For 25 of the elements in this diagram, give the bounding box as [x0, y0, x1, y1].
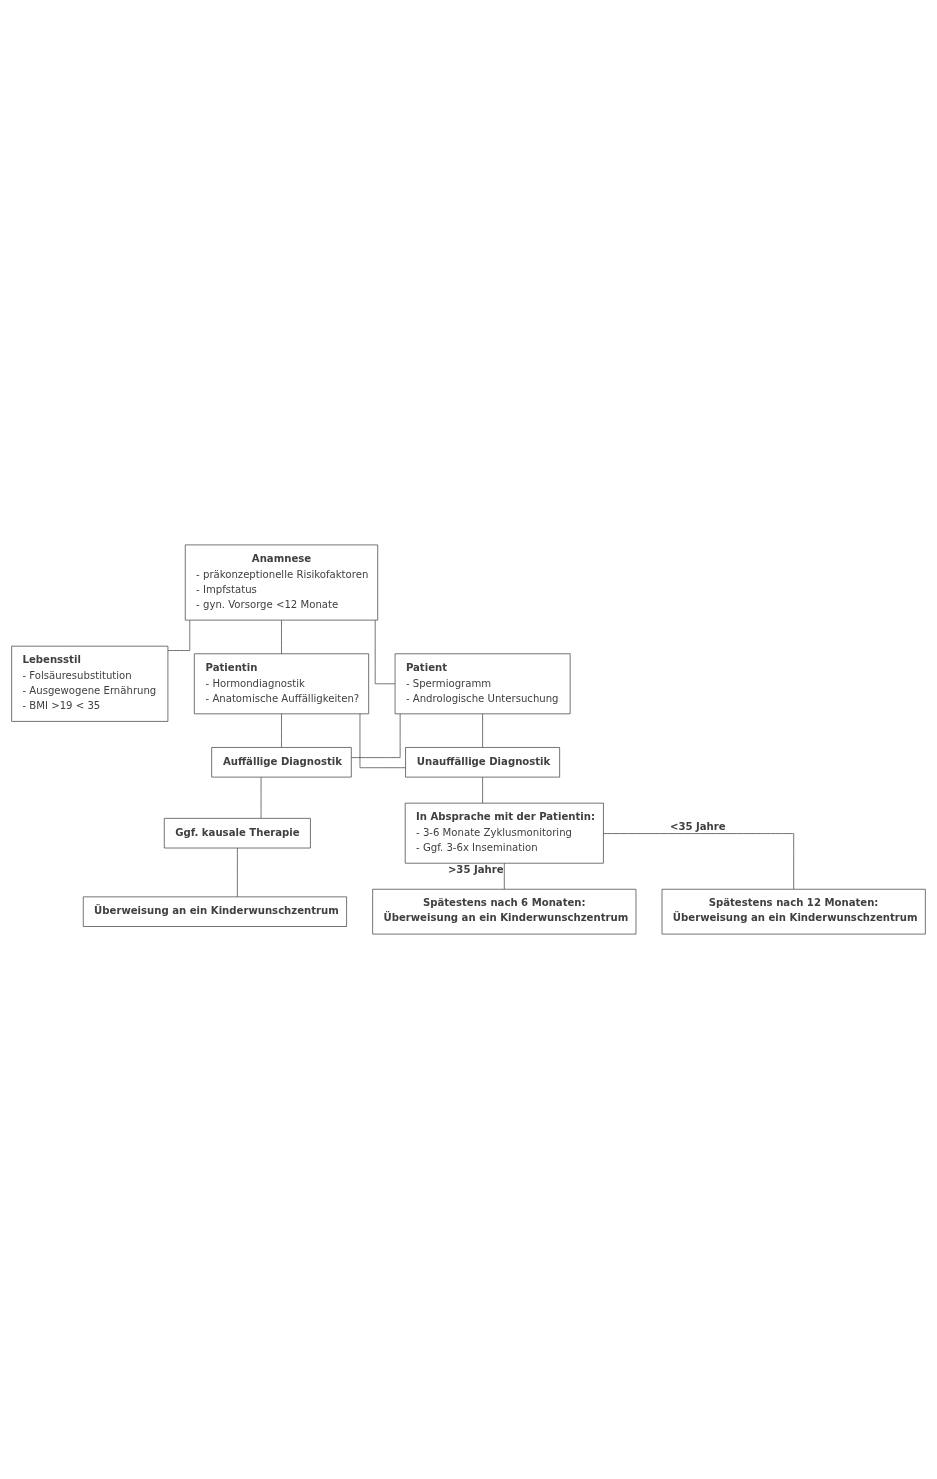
edge-label: >35 Jahre: [447, 863, 504, 875]
connector: [482, 713, 483, 748]
node-box: Überweisung an ein Kinderwunschzentrum: [82, 896, 347, 927]
node-box: Spätestens nach 12 Monaten: Überweisung an ein Kinderwunschzentrum: [661, 888, 926, 935]
node-box: Patient - Spermiogramm - Andrologische Untersuchung: [394, 653, 571, 715]
connector: [503, 862, 505, 890]
node-box: Unauffällige Diagnostik: [405, 747, 560, 778]
connector: [482, 776, 483, 804]
node-box: Ggf. kausale Therapie: [163, 818, 311, 849]
connector: [281, 713, 282, 748]
node-box: Auffällige Diagnostik: [211, 747, 352, 778]
edge-label: <35 Jahre: [669, 821, 726, 833]
connector: [260, 776, 262, 819]
connector: [374, 619, 396, 685]
connector: [351, 713, 401, 758]
node-box: Patientin - Hormondiagnostik - Anatomische Auffälligkeiten?: [193, 653, 370, 715]
connector: [237, 847, 238, 898]
connector: [167, 619, 191, 651]
node-box: In Absprache mit der Patientin: - 3-6 Monate Zyklusmonitoring - Ggf. 3-6x Insemination: [404, 802, 604, 864]
node-box: Spätestens nach 6 Monaten: Überweisung an ein Kinderwunschzentrum: [372, 888, 637, 935]
connector: [359, 713, 406, 769]
connector: [603, 833, 795, 890]
connector: [281, 619, 282, 654]
node-box: Anamnese - präkonzeptionelle Risikofaktoren - Impfstatus - gyn. Vorsorge <12 Monate: [184, 544, 379, 621]
node-box: Lebensstil - Folsäuresubstitution - Ausgewogene Ernährung - BMI >19 < 35: [11, 645, 169, 722]
